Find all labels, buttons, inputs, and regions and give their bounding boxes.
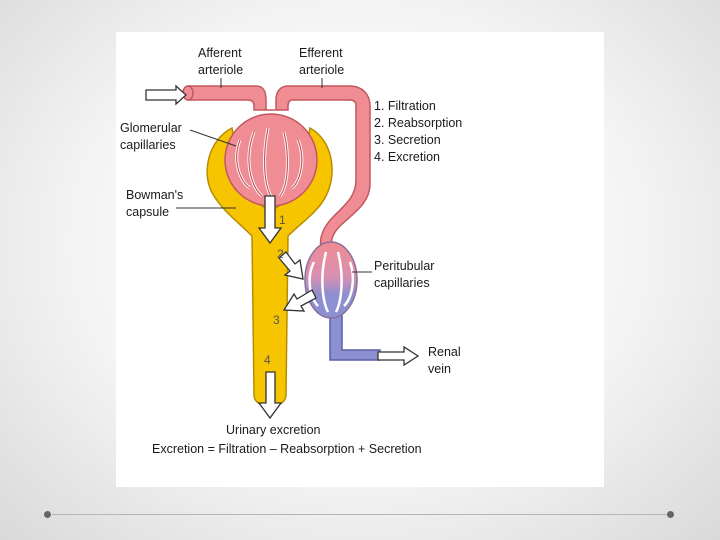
efferent-label-line1: Efferent [299, 46, 343, 60]
excretion-equation: Excretion = Filtration – Reabsorption + … [152, 442, 422, 456]
renal-label-line2: vein [428, 362, 451, 376]
urinary-excretion-label: Urinary excretion [226, 423, 321, 437]
renal-label-line1: Renal [428, 345, 461, 359]
peritubular-capillaries-shape [304, 241, 358, 319]
bowmans-label-line1: Bowman's [126, 188, 183, 202]
arrow-reabsorption [278, 251, 304, 280]
arrow-secretion [282, 289, 317, 312]
step-number-2: 2 [277, 247, 284, 261]
renal-outflow-arrow [377, 345, 420, 367]
bowmans-label-line2: capsule [126, 205, 169, 219]
process-1: 1. Filtration [374, 99, 436, 113]
footer-dot-right [667, 511, 674, 518]
footer-dot-left [44, 511, 51, 518]
glomerular-label-line2: capillaries [120, 138, 176, 152]
peritubular-label-line2: capillaries [374, 276, 430, 290]
afferent-label-line1: Afferent [198, 46, 242, 60]
arrow-filtration [257, 195, 283, 245]
process-3: 3. Secretion [374, 133, 441, 147]
peritubular-label-line1: Peritubular [374, 259, 434, 273]
afferent-inflow-arrow [145, 84, 187, 106]
process-4: 4. Excretion [374, 150, 440, 164]
afferent-label-line2: arteriole [198, 63, 243, 77]
process-2: 2. Reabsorption [374, 116, 462, 130]
step-number-3: 3 [273, 313, 280, 327]
step-number-4: 4 [264, 353, 271, 367]
efferent-label-line2: arteriole [299, 63, 344, 77]
footer-rule [52, 514, 668, 515]
arrow-excretion [257, 371, 283, 420]
leader-lines [176, 78, 372, 273]
glomerular-label-line1: Glomerular [120, 121, 182, 135]
step-number-1: 1 [279, 213, 286, 227]
